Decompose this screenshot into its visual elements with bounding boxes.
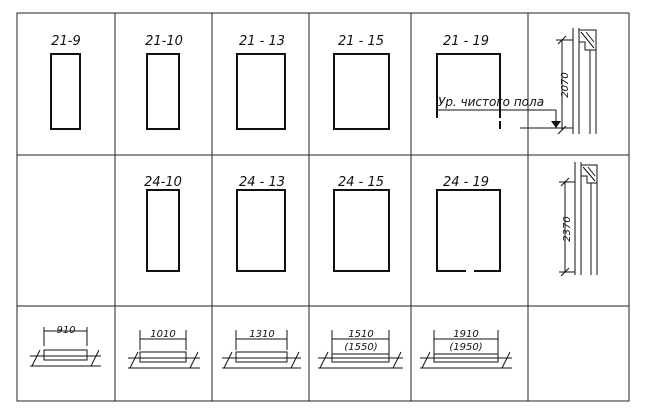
door-elevation-21-19 bbox=[436, 53, 501, 129]
door-elevation-21-15 bbox=[333, 53, 390, 130]
door-label-21-13: 21 - 13 bbox=[239, 34, 285, 49]
door-label-24-10: 24-10 bbox=[144, 175, 182, 190]
height-dimension-2070: 2070 bbox=[560, 72, 571, 97]
plan-width-1910: 1910 bbox=[453, 329, 478, 340]
floor-level-note: Ур. чистого пола bbox=[438, 95, 544, 109]
door-elevation-24-13 bbox=[236, 189, 286, 272]
door-label-21-9: 21-9 bbox=[51, 34, 81, 49]
plan-width-1010: 1010 bbox=[150, 329, 175, 340]
door-label-24-15: 24 - 15 bbox=[338, 175, 384, 190]
section-detail-top bbox=[556, 28, 597, 135]
door-label-24-19: 24 - 19 bbox=[443, 175, 489, 190]
door-label-21-15: 21 - 15 bbox=[338, 34, 384, 49]
door-elevation-24-10 bbox=[146, 189, 180, 272]
door-elevation-21-10 bbox=[146, 53, 180, 130]
section-detail-middle bbox=[559, 162, 598, 277]
door-label-24-13: 24 - 13 bbox=[239, 175, 285, 190]
door-elevation-24-15 bbox=[333, 189, 390, 272]
door-elevation-21-9 bbox=[50, 53, 81, 130]
door-label-21-19: 21 - 19 bbox=[443, 34, 489, 49]
door-elevation-21-13 bbox=[236, 53, 286, 130]
plan-detail-1310 bbox=[222, 330, 301, 369]
door-elevation-24-19 bbox=[436, 189, 501, 272]
plan-detail-1910 bbox=[420, 330, 512, 369]
plan-width-1510: 1510 bbox=[348, 329, 373, 340]
table-grid bbox=[16, 12, 630, 402]
plan-width-1310: 1310 bbox=[249, 329, 274, 340]
plan-detail-1510 bbox=[318, 330, 403, 369]
plan-detail-1010 bbox=[128, 330, 200, 369]
height-dimension-2370: 2370 bbox=[562, 216, 573, 241]
plan-detail-910 bbox=[30, 327, 101, 367]
door-label-21-10: 21-10 bbox=[145, 34, 183, 49]
plan-width-910: 910 bbox=[56, 325, 75, 336]
plan-width-alt-1950: (1950) bbox=[449, 342, 482, 353]
plan-width-alt-1550: (1550) bbox=[344, 342, 377, 353]
floor-level-arrow bbox=[551, 121, 561, 128]
